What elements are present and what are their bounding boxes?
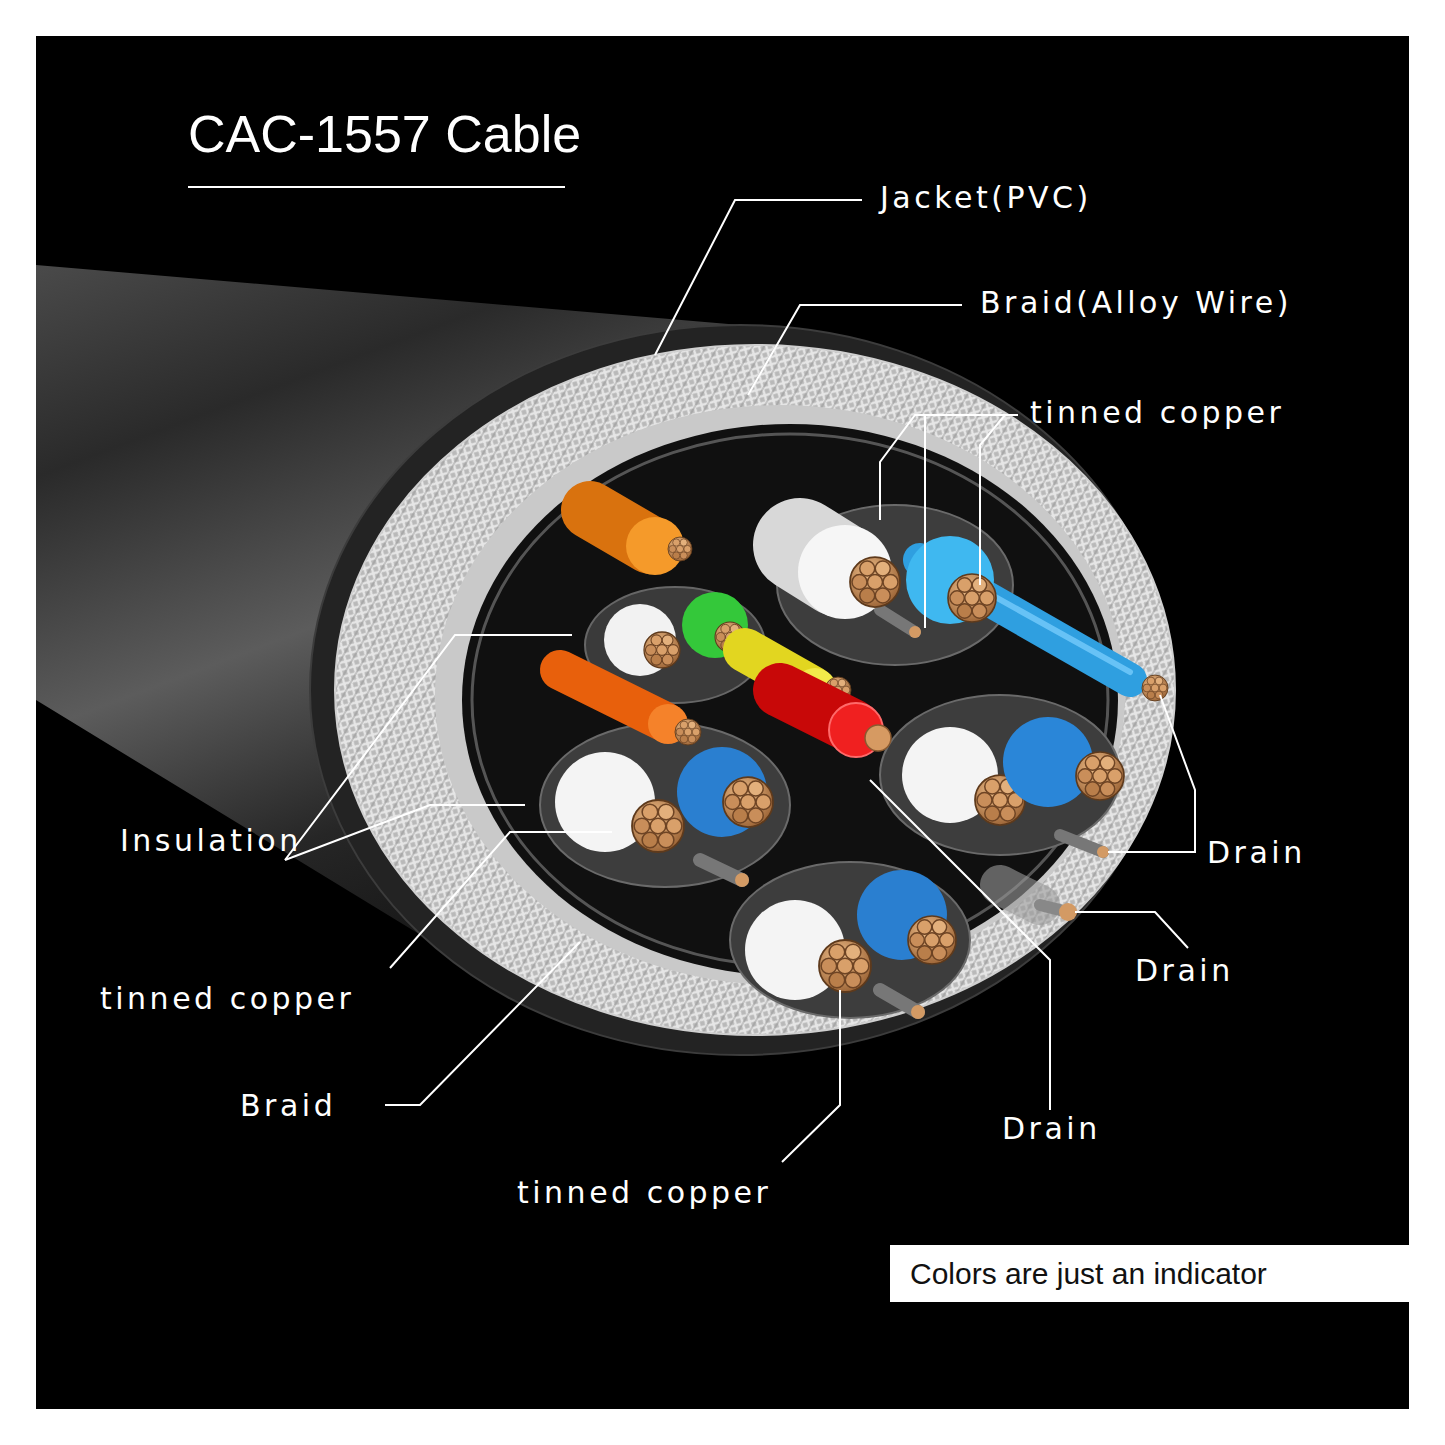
drain-tip bbox=[909, 626, 921, 638]
drain-wire bbox=[880, 610, 915, 632]
leader-line bbox=[880, 415, 1018, 520]
leader-line bbox=[748, 305, 962, 395]
drain-tip bbox=[1059, 903, 1077, 921]
leader-line bbox=[385, 942, 580, 1105]
background bbox=[36, 36, 1409, 1409]
drain-tip bbox=[1097, 846, 1109, 858]
tinned-copper bbox=[1076, 752, 1124, 800]
note-box: Colors are just an indicator bbox=[890, 1245, 1409, 1302]
tinned-copper bbox=[948, 574, 996, 622]
tinned-copper bbox=[908, 916, 956, 964]
leader-line bbox=[285, 805, 525, 860]
title-underline bbox=[188, 186, 565, 188]
leader-line bbox=[870, 780, 1050, 1110]
leader-line bbox=[980, 415, 1005, 585]
pair-jacket bbox=[777, 505, 1013, 665]
part-label: Braid(Alloy Wire) bbox=[980, 285, 1292, 320]
leader-lines bbox=[285, 200, 1195, 1162]
drain-wire bbox=[1060, 835, 1103, 852]
part-label: tinned copper bbox=[517, 1175, 771, 1210]
tinned-copper bbox=[644, 632, 680, 668]
leader-line bbox=[924, 415, 926, 628]
tinned-copper bbox=[723, 777, 773, 827]
title: CAC-1557 Cable bbox=[188, 104, 581, 164]
drain-tip bbox=[911, 1005, 925, 1019]
note-text: Colors are just an indicator bbox=[890, 1245, 1409, 1302]
leader-line bbox=[782, 990, 840, 1162]
part-label: Braid bbox=[240, 1088, 336, 1123]
part-label: Jacket(PVC) bbox=[880, 180, 1092, 215]
tinned-copper bbox=[668, 537, 692, 561]
solid-copper bbox=[865, 725, 891, 751]
jacket-face bbox=[310, 325, 1170, 1055]
tinned-copper bbox=[675, 719, 701, 745]
outer-braid bbox=[335, 345, 1175, 1035]
part-label: tinned copper bbox=[100, 981, 354, 1016]
tinned-copper bbox=[819, 940, 871, 992]
part-label: Drain bbox=[1135, 953, 1234, 988]
drain-tip bbox=[735, 873, 749, 887]
pair-jacket bbox=[730, 862, 970, 1018]
pair-jacket bbox=[540, 723, 790, 887]
part-label: Drain bbox=[1002, 1111, 1101, 1146]
orange-conductor bbox=[560, 670, 665, 722]
tinned-copper bbox=[1142, 675, 1168, 701]
part-label: Drain bbox=[1207, 835, 1306, 870]
tinned-copper bbox=[850, 557, 900, 607]
part-label: tinned copper bbox=[1030, 395, 1284, 430]
leader-line bbox=[655, 200, 862, 355]
drain-sleeve bbox=[1000, 885, 1040, 905]
leader-line bbox=[285, 635, 572, 860]
leader-line bbox=[1075, 912, 1188, 948]
part-label: Insulation bbox=[120, 823, 302, 858]
leader-line bbox=[1108, 695, 1195, 852]
tinned-copper bbox=[632, 800, 684, 852]
leader-line bbox=[390, 832, 612, 968]
